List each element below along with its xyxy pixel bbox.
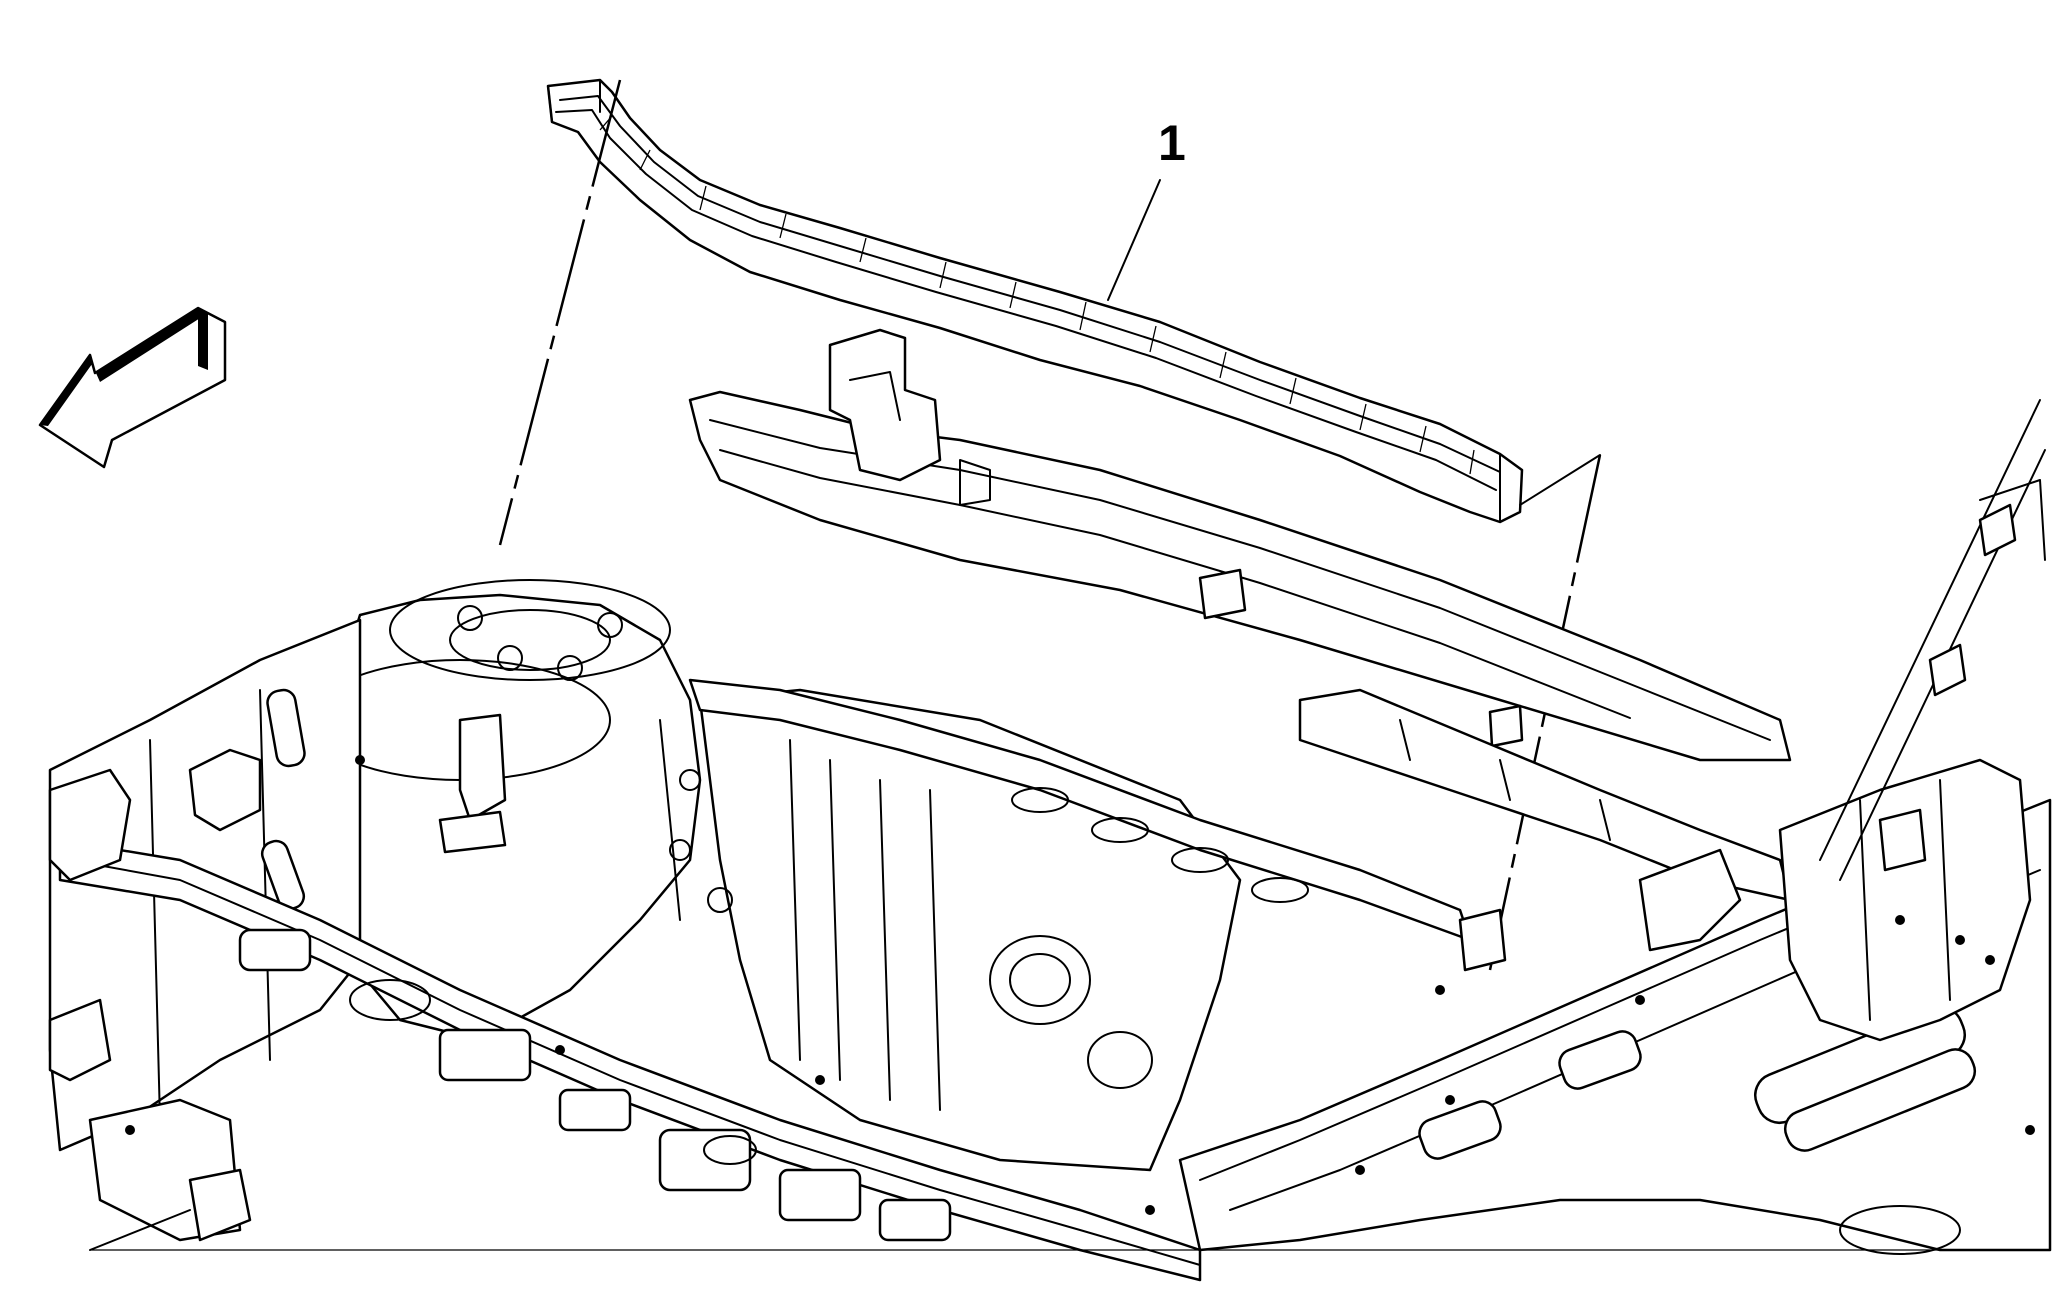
callout-1: 1 <box>1107 115 1186 301</box>
callout-1-leader <box>1107 179 1161 301</box>
part-1-upper-tie-bar <box>546 78 1524 524</box>
alignment-lines <box>498 79 1602 971</box>
alignment-line-right <box>1488 454 1602 971</box>
front-direction-arrow-icon <box>38 306 227 469</box>
leader-to-right-mount <box>1519 454 1601 506</box>
vehicle-front-structure <box>48 328 2052 1282</box>
alignment-line-left <box>498 79 622 546</box>
callout-1-label: 1 <box>1158 115 1186 171</box>
